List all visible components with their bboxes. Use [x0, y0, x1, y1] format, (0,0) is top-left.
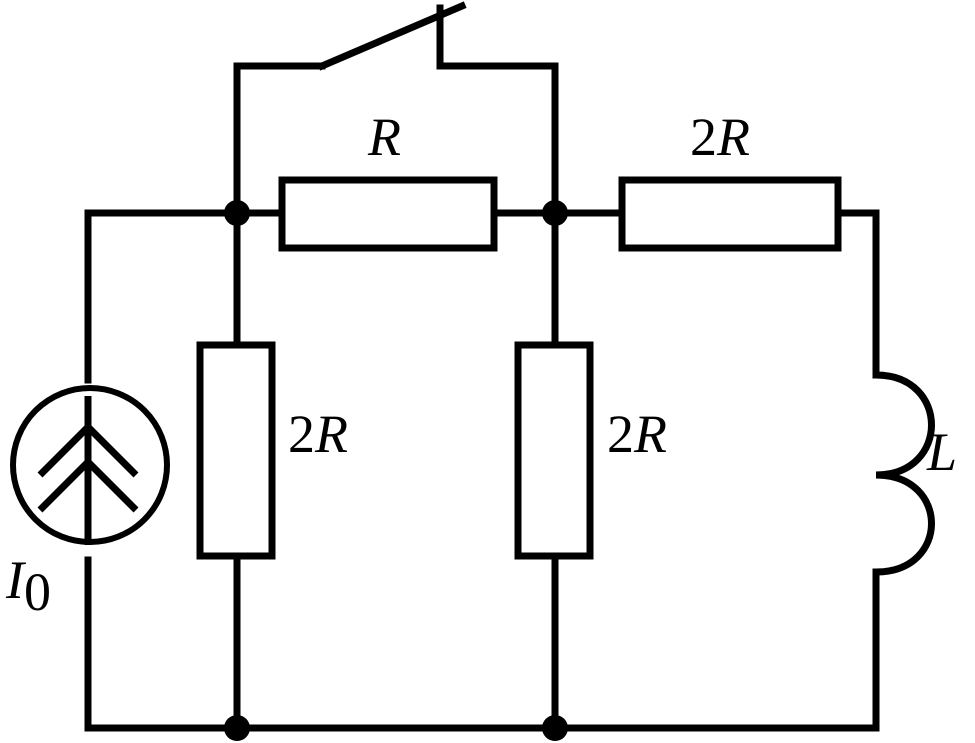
wire-source-bottom [84, 556, 559, 732]
label-current-source-sym: I [5, 550, 27, 610]
wire-2r-to-inductor [834, 209, 880, 379]
resistor-2r-left-vert [196, 341, 276, 560]
current-source-chevron-lower [37, 457, 139, 513]
label-2r-mid-vert-coef: 2 [607, 404, 634, 464]
wire-source-top [84, 209, 241, 384]
label-2r-top-right: 2R [690, 107, 750, 167]
label-2r-top-right-coef: 2 [690, 107, 717, 167]
junction-node-bottom-mid [542, 715, 568, 741]
label-2r-top-right-sym: R [716, 107, 750, 167]
label-2r-mid-vert: 2R [607, 404, 667, 464]
label-2r-left-vert-sym: R [314, 404, 348, 464]
label-2r-left-vert-coef: 2 [288, 404, 315, 464]
label-current-source: I0 [5, 550, 51, 622]
junction-node-bottom-left [224, 715, 250, 741]
inductor-l [872, 371, 935, 576]
label-2r-left-vert: 2R [288, 404, 348, 464]
junction-node-top-left [224, 200, 250, 226]
label-2r-mid-vert-sym: R [633, 404, 667, 464]
label-inductor-l: L [926, 422, 957, 482]
resistor-2r-top-right [618, 176, 842, 252]
label-r-top-mid: R [367, 107, 401, 167]
wire-switch-left [233, 62, 326, 217]
label-current-source-sub: 0 [24, 562, 51, 622]
wire-switch-right [436, 4, 559, 217]
current-source-chevron-upper [37, 422, 139, 478]
wire-bottom-right [551, 568, 880, 732]
current-source-i0 [10, 385, 170, 545]
resistor-r-top-mid [278, 176, 498, 252]
wires [84, 4, 880, 732]
resistor-2r-mid-vert [514, 341, 594, 560]
switch-blade [317, 1, 467, 71]
junction-node-top-mid [542, 200, 568, 226]
